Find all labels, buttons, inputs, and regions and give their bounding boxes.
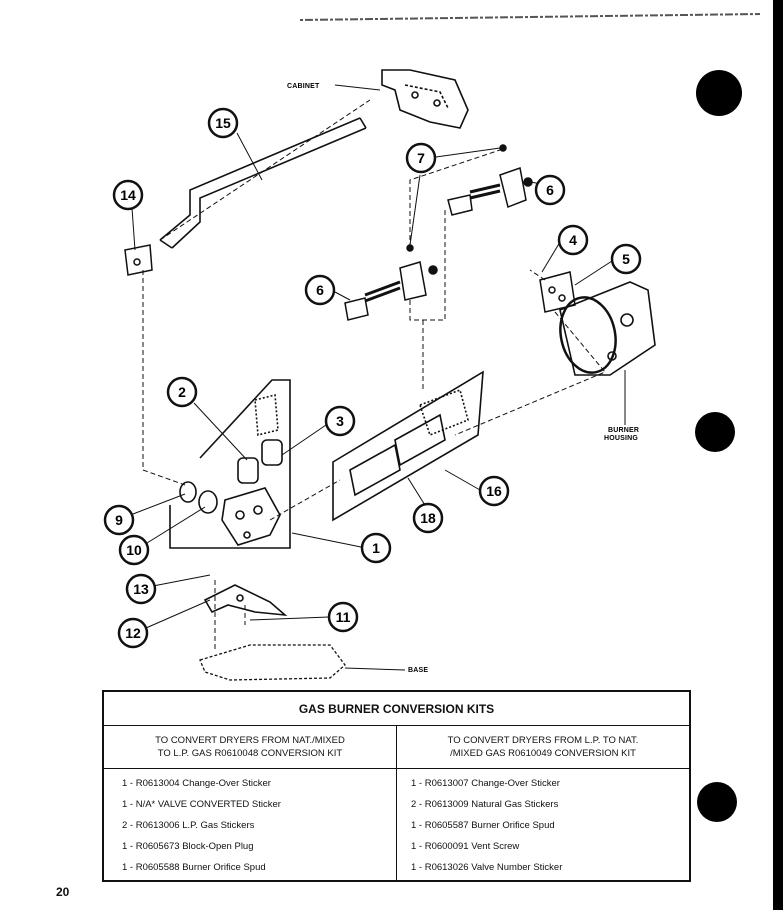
column-header: TO CONVERT DRYERS FROM NAT./MIXED TO L.P… [104, 726, 396, 769]
label-burner-housing-2: HOUSING [604, 435, 638, 442]
page-number: 20 [56, 885, 70, 899]
kit-column-lp-to-nat: TO CONVERT DRYERS FROM L.P. TO NAT. /MIX… [397, 726, 689, 881]
binder-hole-middle [695, 412, 735, 452]
scan-edge [299, 13, 761, 21]
callout-18: 18 [412, 502, 444, 534]
callout-5: 5 [610, 243, 642, 275]
svg-text:13: 13 [133, 581, 149, 597]
label-burner-housing: BURNER [608, 427, 639, 434]
callout-3: 3 [324, 405, 356, 437]
burner-assembly [332, 370, 484, 522]
kit-item: 1 - R0605588 Burner Orifice Spud [122, 862, 266, 873]
kit-item: 1 - R0605673 Block-Open Plug [122, 841, 254, 852]
svg-text:16: 16 [486, 483, 502, 499]
callout-9: 9 [103, 504, 135, 536]
kit-item: 1 - R0605587 Burner Orifice Spud [411, 820, 555, 831]
leader-lines [131, 132, 613, 629]
label-base: BASE [408, 667, 428, 674]
conversion-kits-table: GAS BURNER CONVERSION KITS TO CONVERT DR… [102, 690, 691, 882]
svg-text:11: 11 [336, 609, 351, 625]
svg-text:6: 6 [546, 182, 554, 198]
callout-13: 13 [125, 573, 157, 605]
kit-item: 2 - R0613006 L.P. Gas Stickers [122, 820, 255, 831]
cabinet-bracket [381, 69, 469, 129]
sensor-switch-lower [344, 244, 438, 321]
kit-item: 1 - N/A* VALVE CONVERTED Sticker [122, 799, 281, 810]
gas-valve [221, 393, 283, 546]
svg-text:3: 3 [336, 413, 344, 429]
kit-item: 2 - R0613009 Natural Gas Stickers [411, 799, 559, 810]
svg-text:5: 5 [622, 251, 630, 267]
callout-11: 11 [327, 601, 359, 633]
burner-housing [559, 281, 656, 376]
column-header-line1: TO CONVERT DRYERS FROM L.P. TO NAT. [447, 735, 639, 746]
svg-text:18: 18 [420, 510, 436, 526]
svg-text:4: 4 [569, 232, 577, 248]
assembly-lines [142, 99, 606, 650]
column-header-line2: TO L.P. GAS R0610048 CONVERSION KIT [157, 748, 343, 759]
callout-4: 4 [557, 224, 589, 256]
callout-6-lower: 6 [304, 274, 336, 306]
callout-6-upper: 6 [534, 174, 566, 206]
scan-right-edge [773, 0, 783, 910]
callout-2: 2 [166, 376, 198, 408]
valve-fittings [179, 481, 218, 514]
callout-1: 1 [360, 532, 392, 564]
callout-12: 12 [117, 617, 149, 649]
callout-10: 10 [118, 534, 150, 566]
base [199, 644, 346, 681]
callout-16: 16 [478, 475, 510, 507]
svg-text:14: 14 [120, 187, 136, 203]
svg-text:10: 10 [126, 542, 142, 558]
svg-text:15: 15 [215, 115, 231, 131]
kit-item: 1 - R0600091 Vent Screw [411, 841, 520, 852]
svg-text:7: 7 [417, 150, 425, 166]
gas-supply-tube [159, 117, 367, 249]
svg-text:9: 9 [115, 512, 123, 528]
svg-text:1: 1 [372, 540, 380, 556]
kit-item: 1 - R0613007 Change-Over Sticker [411, 778, 560, 789]
column-header: TO CONVERT DRYERS FROM L.P. TO NAT. /MIX… [397, 726, 689, 769]
base-bracket [203, 584, 288, 617]
column-header-line1: TO CONVERT DRYERS FROM NAT./MIXED [155, 735, 345, 746]
binder-hole-bottom [697, 782, 737, 822]
parts-diagram: CABINET BURNER HOUSING [103, 13, 761, 681]
table-title: GAS BURNER CONVERSION KITS [104, 692, 689, 726]
burner-bracket [539, 271, 576, 313]
callout-7: 7 [405, 142, 437, 174]
callout-15: 15 [207, 107, 239, 139]
svg-text:12: 12 [125, 625, 141, 641]
column-header-line2: /MIXED GAS R0610049 CONVERSION KIT [450, 748, 636, 759]
svg-text:6: 6 [316, 282, 324, 298]
kit-column-nat-to-lp: TO CONVERT DRYERS FROM NAT./MIXED TO L.P… [104, 726, 397, 881]
svg-text:2: 2 [178, 384, 186, 400]
sensor-switch-upper [447, 144, 533, 216]
tube-fitting [124, 244, 153, 276]
kit-item: 1 - R0613004 Change-Over Sticker [122, 778, 271, 789]
label-cabinet: CABINET [287, 83, 320, 90]
binder-hole-top [696, 70, 742, 116]
kit-item: 1 - R0613026 Valve Number Sticker [411, 862, 563, 873]
valve-assembly-bracket [169, 379, 291, 549]
callout-14: 14 [112, 179, 144, 211]
